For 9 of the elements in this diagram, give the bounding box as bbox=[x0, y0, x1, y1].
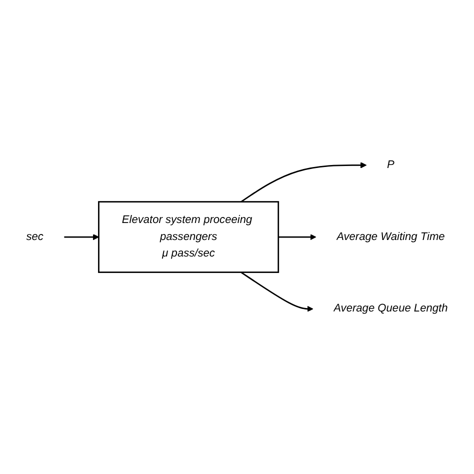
node-text: sec bbox=[26, 230, 44, 243]
node-box: Elevator system proceeing passengers μ pass/sec bbox=[98, 201, 280, 273]
arrow bbox=[240, 272, 314, 312]
arrow bbox=[64, 234, 99, 240]
node-text: P bbox=[387, 158, 394, 171]
node-text: Average Queue Length bbox=[334, 302, 448, 314]
arrow bbox=[240, 162, 367, 202]
arrow bbox=[278, 234, 316, 240]
node-text: Average Waiting Time bbox=[336, 230, 445, 243]
